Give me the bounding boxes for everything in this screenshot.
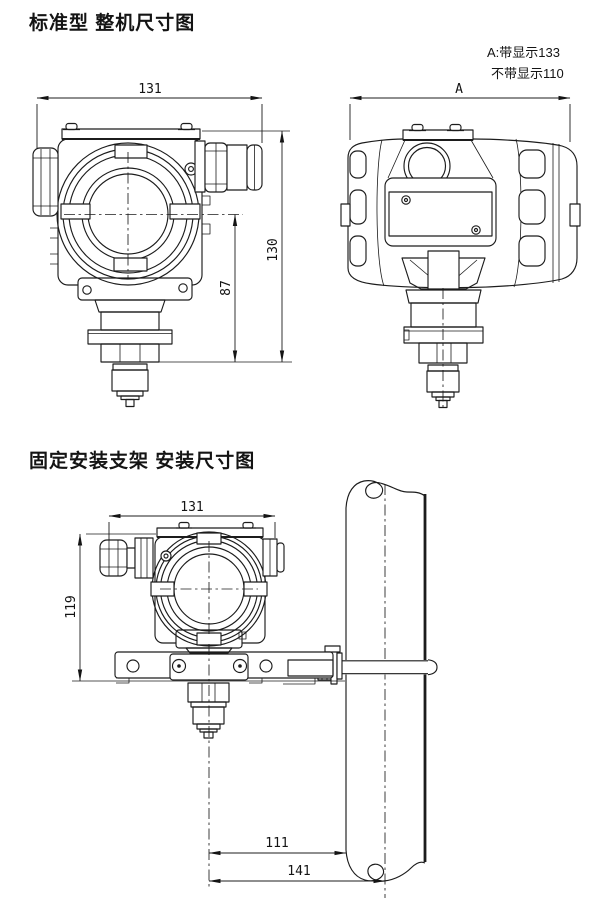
- dim-to-pipe-center: 141: [208, 864, 386, 884]
- nameplate: [384, 177, 497, 247]
- dim-to-pipe-edge: 111: [208, 836, 347, 856]
- side-top-screws: [409, 123, 464, 132]
- top-plate: [61, 128, 201, 140]
- pipe-break-top: [345, 480, 426, 509]
- mounting-pipe: [345, 480, 427, 898]
- dim-label-111: 111: [265, 836, 288, 851]
- dim-side-width: A: [349, 82, 571, 142]
- cable-gland-right: [262, 538, 285, 577]
- process-connection-side: [403, 289, 484, 409]
- pipe-break-bottom: [345, 849, 426, 882]
- dim-label-119: 119: [64, 595, 79, 618]
- process-connection-bracket: [187, 682, 230, 739]
- section1-title: 标准型 整机尺寸图: [29, 13, 196, 34]
- cable-gland-adapter: [134, 537, 154, 579]
- dim-label-A: A: [455, 82, 463, 97]
- neck: [185, 647, 233, 654]
- bezel-screw-2: [160, 550, 172, 562]
- dim-label-131-bracket: 131: [180, 500, 203, 515]
- cable-gland-cap: [99, 539, 128, 577]
- chamfer-lines: [387, 139, 494, 179]
- dim-label-87: 87: [219, 280, 234, 296]
- note-line-1: A:带显示133: [487, 45, 560, 60]
- bracket-mounting-view: 131 119 111 141: [64, 480, 438, 898]
- corner-hole: [178, 283, 188, 293]
- dim-height-overall: 130: [266, 130, 285, 363]
- gland-stub: [126, 547, 136, 569]
- corner-hole: [82, 285, 92, 295]
- bottom-plate: [77, 277, 193, 301]
- u-bolt: [335, 659, 438, 676]
- section2-title: 固定安装支架 安装尺寸图: [29, 451, 256, 472]
- transmitter-front-view: 131: [32, 82, 292, 408]
- top-screws: [63, 122, 195, 131]
- dim-label-130: 130: [266, 238, 281, 261]
- dim-label-141: 141: [287, 864, 310, 879]
- dim-height-to-center: 87: [219, 214, 238, 363]
- crosshair-2: [160, 541, 258, 637]
- bezel-notches: [60, 144, 201, 272]
- top-screws-2: [176, 521, 256, 529]
- bezel-notches-2: [150, 532, 268, 646]
- dim-bracket-height: 119: [64, 533, 345, 682]
- process-connection-front: [87, 299, 173, 408]
- dim-label-131-front: 131: [138, 82, 161, 97]
- bottom-clamp: [401, 250, 486, 290]
- housing-lugs: [50, 195, 211, 265]
- mounting-bracket: [114, 651, 334, 685]
- note-line-2: 不带显示110: [491, 66, 564, 81]
- display-note: A:带显示133 不带显示110: [487, 42, 564, 84]
- cable-gland-left: [32, 147, 59, 217]
- dim-front-width: 131: [36, 82, 263, 148]
- left-cover-ribs: [340, 150, 367, 267]
- conduit-assembly-right: [194, 140, 263, 193]
- side-top-plate: [402, 129, 474, 141]
- right-cover-ribs: [518, 149, 581, 267]
- dim-bracket-width: 131: [108, 500, 276, 540]
- transmitter-on-bracket: [99, 521, 285, 654]
- transmitter-side-view: A: [340, 82, 581, 410]
